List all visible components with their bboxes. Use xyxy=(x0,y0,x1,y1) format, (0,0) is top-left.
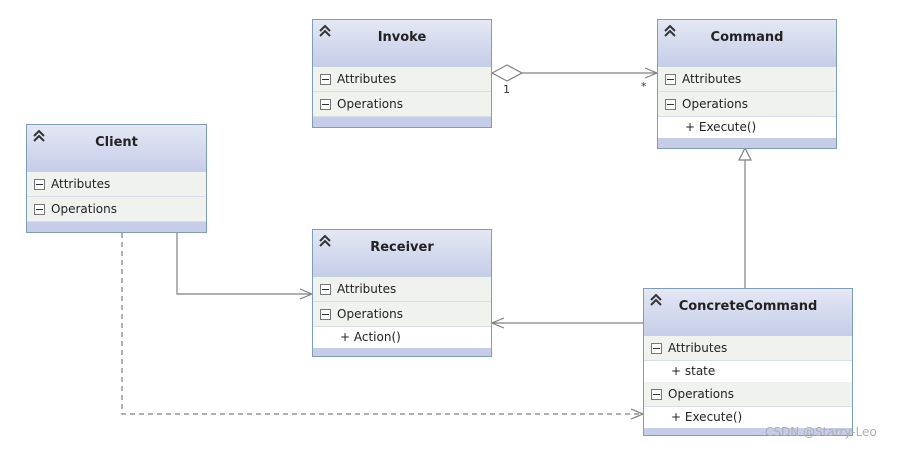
operations-section[interactable]: Operations xyxy=(644,382,852,407)
generalization-triangle xyxy=(738,146,752,161)
attributes-section[interactable]: Attributes xyxy=(644,336,852,361)
class-name: Receiver xyxy=(370,240,434,255)
operation-member[interactable]: + Execute() xyxy=(658,117,836,138)
class-receiver[interactable]: Receiver Attributes Operations + Action(… xyxy=(312,229,492,357)
class-footer xyxy=(644,428,852,435)
collapse-chevron-icon[interactable] xyxy=(663,24,677,38)
class-footer xyxy=(658,138,836,148)
collapse-minus-icon[interactable] xyxy=(665,98,676,110)
aggregation-diamond xyxy=(490,64,524,82)
section-label: Attributes xyxy=(668,341,728,355)
collapse-chevron-icon[interactable] xyxy=(649,293,663,307)
collapse-minus-icon[interactable] xyxy=(320,98,331,110)
collapse-chevron-icon[interactable] xyxy=(318,234,332,248)
class-header: Receiver xyxy=(313,230,491,277)
collapse-minus-icon[interactable] xyxy=(320,308,331,320)
operation-member[interactable]: + Execute() xyxy=(644,407,852,428)
attributes-section[interactable]: Attributes xyxy=(313,67,491,92)
attribute-member[interactable]: + state xyxy=(644,361,852,382)
collapse-chevron-icon[interactable] xyxy=(32,129,46,143)
attributes-section[interactable]: Attributes xyxy=(27,172,206,197)
collapse-minus-icon[interactable] xyxy=(34,178,45,190)
collapse-minus-icon[interactable] xyxy=(34,203,45,215)
class-name: ConcreteCommand xyxy=(678,299,818,314)
class-footer xyxy=(313,117,491,127)
section-label: Operations xyxy=(337,97,403,111)
operations-section[interactable]: Operations xyxy=(313,92,491,117)
operations-section[interactable]: Operations xyxy=(658,92,836,117)
collapse-minus-icon[interactable] xyxy=(651,388,662,400)
watermark: CSDN @Starry-Leo xyxy=(765,425,877,439)
class-name: Invoke xyxy=(377,30,427,45)
attributes-section[interactable]: Attributes xyxy=(313,277,491,302)
collapse-minus-icon[interactable] xyxy=(665,73,676,85)
class-name: Command xyxy=(710,30,784,45)
class-header: Client xyxy=(27,125,206,172)
section-label: Operations xyxy=(51,202,117,216)
section-label: Attributes xyxy=(337,72,397,86)
operation-member[interactable]: + Action() xyxy=(313,327,491,348)
class-footer xyxy=(27,222,206,232)
section-label: Attributes xyxy=(51,177,111,191)
operations-section[interactable]: Operations xyxy=(27,197,206,222)
collapse-minus-icon[interactable] xyxy=(320,73,331,85)
class-client[interactable]: Client Attributes Operations xyxy=(26,124,207,233)
multiplicity-target: * xyxy=(641,80,647,93)
section-label: Operations xyxy=(668,387,734,401)
collapse-chevron-icon[interactable] xyxy=(318,24,332,38)
class-header: Invoke xyxy=(313,20,491,67)
class-concrete-command[interactable]: ConcreteCommand Attributes + state Opera… xyxy=(643,288,853,436)
dependency-line xyxy=(121,233,643,415)
class-footer xyxy=(313,348,491,356)
class-invoke[interactable]: Invoke Attributes Operations xyxy=(312,19,492,128)
section-label: Operations xyxy=(682,97,748,111)
class-command[interactable]: Command Attributes Operations + Execute(… xyxy=(657,19,837,149)
class-header: ConcreteCommand xyxy=(644,289,852,336)
client-receiver-line xyxy=(176,233,312,295)
collapse-minus-icon[interactable] xyxy=(320,283,331,295)
multiplicity-source: 1 xyxy=(503,83,510,96)
attributes-section[interactable]: Attributes xyxy=(658,67,836,92)
operations-section[interactable]: Operations xyxy=(313,302,491,327)
collapse-minus-icon[interactable] xyxy=(651,342,662,354)
concrete-receiver-arrowhead xyxy=(490,317,505,329)
class-header: Command xyxy=(658,20,836,67)
section-label: Attributes xyxy=(337,282,397,296)
section-label: Operations xyxy=(337,307,403,321)
class-name: Client xyxy=(95,135,138,150)
section-label: Attributes xyxy=(682,72,742,86)
